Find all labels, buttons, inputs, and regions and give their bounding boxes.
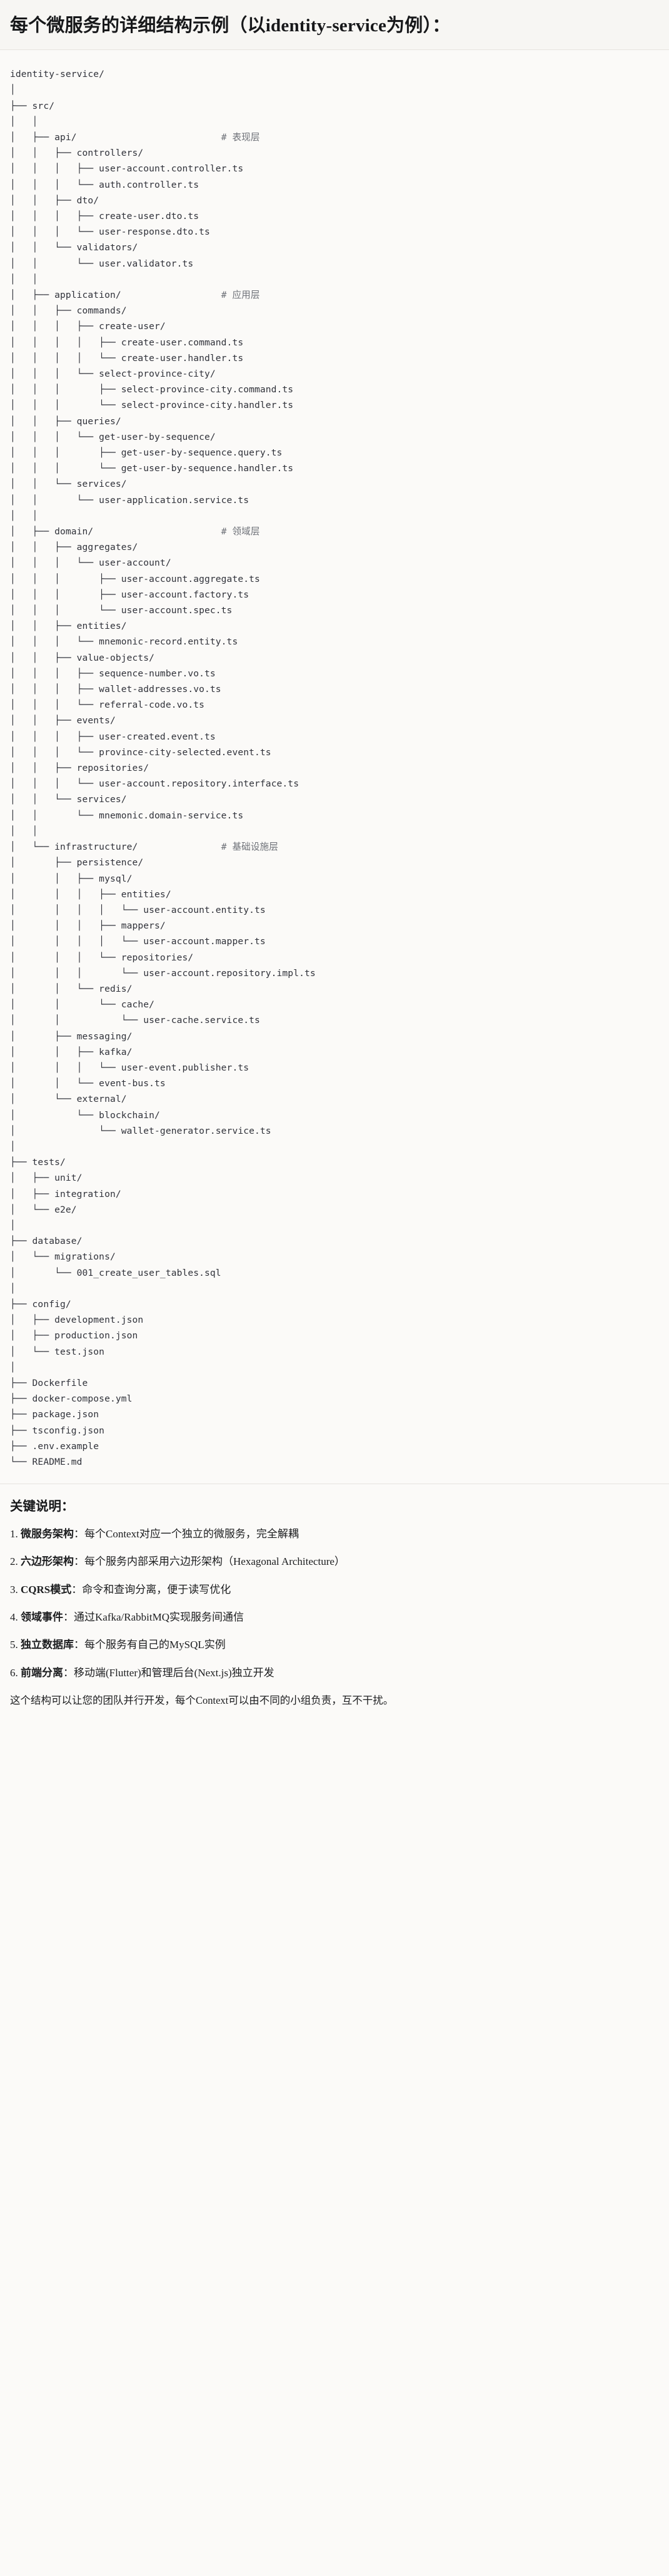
key-notes-list: 微服务架构：每个Context对应一个独立的微服务，完全解耦 六边形架构：每个服…	[10, 1526, 659, 1681]
list-item: 六边形架构：每个服务内部采用六边形架构（Hexagonal Architectu…	[10, 1554, 659, 1570]
note-key: 前端分离	[21, 1666, 63, 1679]
key-notes-footer: 这个结构可以让您的团队并行开发，每个Context可以由不同的小组负责，互不干扰…	[10, 1694, 394, 1706]
note-key: 独立数据库	[21, 1639, 74, 1651]
note-text: ：每个服务有自己的MySQL实例	[74, 1639, 226, 1651]
list-item: 前端分离：移动端(Flutter)和管理后台(Next.js)独立开发	[10, 1665, 659, 1681]
note-text: ：移动端(Flutter)和管理后台(Next.js)独立开发	[63, 1666, 274, 1679]
note-text: ：每个Context对应一个独立的微服务，完全解耦	[74, 1527, 299, 1540]
note-key: 领域事件	[21, 1611, 63, 1623]
directory-tree-block: identity-service/ │ ├── src/ │ │ │ ├── a…	[0, 50, 669, 1485]
list-item: 微服务架构：每个Context对应一个独立的微服务，完全解耦	[10, 1526, 659, 1542]
note-key: 微服务架构	[21, 1527, 74, 1540]
key-notes-section: 关键说明： 微服务架构：每个Context对应一个独立的微服务，完全解耦 六边形…	[0, 1484, 669, 1726]
note-text: ：命令和查询分离，便于读写优化	[71, 1583, 231, 1596]
note-text: ：通过Kafka/RabbitMQ实现服务间通信	[63, 1611, 244, 1623]
key-notes-title: 关键说明：	[10, 1500, 74, 1514]
note-key: CQRS模式	[21, 1583, 72, 1596]
directory-tree: identity-service/ │ ├── src/ │ │ │ ├── a…	[10, 69, 316, 1468]
page-root: 每个微服务的详细结构示例（以identity-service为例）： ident…	[0, 0, 669, 1725]
list-item: 领域事件：通过Kafka/RabbitMQ实现服务间通信	[10, 1609, 659, 1626]
note-text: ：每个服务内部采用六边形架构（Hexagonal Architecture）	[74, 1555, 345, 1568]
list-item: CQRS模式：命令和查询分离，便于读写优化	[10, 1582, 659, 1598]
page-title: 每个微服务的详细结构示例（以identity-service为例）：	[0, 0, 669, 51]
note-key: 六边形架构	[21, 1555, 74, 1568]
list-item: 独立数据库：每个服务有自己的MySQL实例	[10, 1637, 659, 1653]
